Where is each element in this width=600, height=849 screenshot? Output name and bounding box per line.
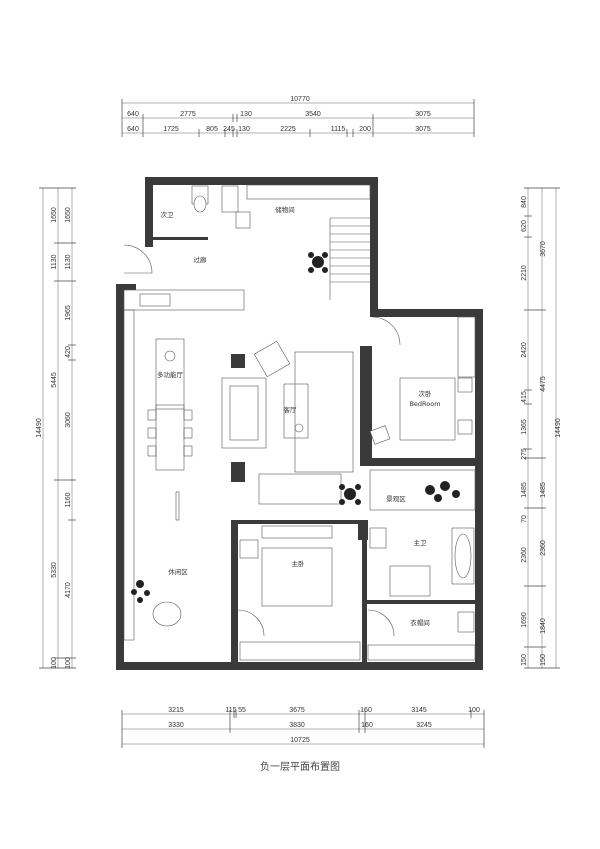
- bottom-dim: 3245: [416, 722, 432, 729]
- right-dim: 2420: [521, 342, 528, 358]
- left-dim: 1130: [51, 254, 58, 269]
- left-dim: 420: [65, 346, 72, 358]
- bottom-dim: 55: [238, 707, 246, 714]
- right-dim: 70: [521, 515, 528, 523]
- left-dim: 5330: [51, 562, 58, 578]
- left-dim: 5445: [51, 372, 58, 388]
- room-label-master-bath: 主卫: [414, 538, 428, 547]
- right-dim: 1485: [521, 482, 528, 498]
- right-dimension-lines: [524, 187, 560, 669]
- room-label-second-bath: 次卫: [161, 210, 175, 219]
- bottom-dim: 160: [360, 707, 372, 714]
- room-label-storage: 储物间: [275, 205, 295, 214]
- left-dim: 100: [65, 657, 72, 669]
- right-dim: 150: [540, 654, 547, 666]
- right-dim: 2210: [521, 265, 528, 281]
- interior-walls: [153, 237, 475, 662]
- room-label-living: 客厅: [284, 405, 298, 414]
- bottom-dim: 100: [468, 707, 480, 714]
- bottom-dim: 3330: [168, 722, 184, 729]
- right-dim: 620: [521, 220, 528, 232]
- left-dim: 1650: [65, 207, 72, 223]
- right-dim: 1365: [521, 419, 528, 435]
- right-dim: 1485: [540, 482, 547, 498]
- right-dim: 1690: [521, 612, 528, 628]
- exterior-walls: [116, 177, 483, 670]
- left-total-dim: 14490: [36, 418, 43, 438]
- room-label-closet: 衣帽间: [410, 618, 430, 627]
- right-dim: 4475: [540, 376, 547, 392]
- top-dim: 805: [206, 126, 218, 133]
- bottom-dim: 160: [361, 722, 373, 729]
- room-label-second-bedroom-en: BedRoom: [409, 400, 440, 408]
- room-label-multi-function: 多功能厅: [157, 370, 184, 379]
- bottom-dim: 3830: [289, 722, 305, 729]
- top-dim: 1115: [331, 126, 346, 133]
- left-dimension-lines: [39, 187, 76, 669]
- drawing-title: 负一层平面布置图: [260, 760, 340, 773]
- right-dim: 1840: [540, 618, 547, 634]
- plant-decor: [131, 252, 460, 603]
- top-dim: 2225: [280, 126, 296, 133]
- bottom-dim: 3675: [289, 707, 305, 714]
- left-dim: 4170: [65, 582, 72, 598]
- right-dim: 415: [521, 391, 528, 403]
- left-dim: 1130: [65, 254, 72, 269]
- room-label-scenery: 景观区: [386, 495, 406, 503]
- left-dim: 1650: [51, 207, 58, 223]
- right-dim: 840: [521, 196, 528, 208]
- top-dimension-lines: [121, 99, 475, 137]
- left-dim: 100: [51, 657, 58, 669]
- right-dim: 3670: [540, 241, 547, 257]
- top-dim: 640: [127, 111, 139, 118]
- room-label-second-bedroom: 次卧: [419, 389, 433, 398]
- room-label-corridor: 过廊: [194, 255, 208, 264]
- room-fixtures: [123, 184, 476, 661]
- left-dim: 1160: [65, 492, 72, 507]
- room-label-leisure: 休闲区: [168, 567, 188, 576]
- top-dim: 245: [223, 126, 235, 133]
- top-dim: 640: [127, 126, 139, 133]
- bottom-dim: 3215: [168, 707, 184, 714]
- top-dim: 3075: [415, 126, 431, 133]
- top-dim: 200: [359, 126, 371, 133]
- top-total-dim: 10770: [290, 96, 310, 103]
- top-dim: 3075: [415, 111, 431, 118]
- bottom-total-dim: 10725: [290, 737, 310, 744]
- top-dim: 130: [238, 126, 250, 133]
- left-dim: 3060: [65, 412, 72, 428]
- left-dim: 1965: [65, 305, 72, 321]
- bottom-dimension-lines: [121, 710, 485, 748]
- room-label-master-bedroom: 主卧: [292, 559, 306, 568]
- right-dim: 2360: [540, 540, 547, 556]
- right-dim: 2360: [521, 547, 528, 563]
- top-dim: 2775: [180, 111, 196, 118]
- top-dim: 3540: [305, 111, 321, 118]
- right-dim: 275: [521, 448, 528, 460]
- top-dim: 1725: [163, 126, 179, 133]
- right-total-dim: 14490: [555, 418, 562, 438]
- top-dim: 130: [240, 111, 252, 118]
- right-dim: 150: [521, 654, 528, 666]
- bottom-dim: 3145: [411, 707, 427, 714]
- bottom-dim: 115: [225, 707, 236, 714]
